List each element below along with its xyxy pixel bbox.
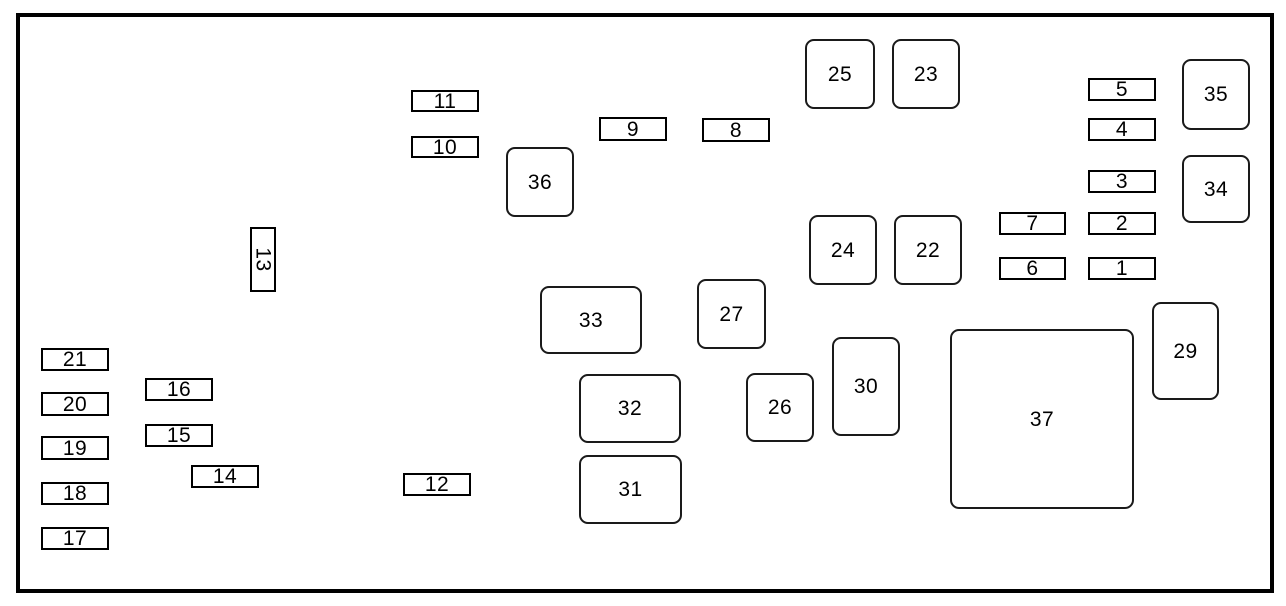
fuse-label: 1 xyxy=(1115,257,1129,280)
fuse-12: 12 xyxy=(403,473,471,496)
relay-label: 37 xyxy=(1029,407,1055,431)
fuse-7: 7 xyxy=(999,212,1066,235)
fuse-label: 18 xyxy=(62,482,88,505)
fuse-label: 17 xyxy=(62,527,88,550)
relay-23: 23 xyxy=(892,39,960,109)
fuse-label: 4 xyxy=(1115,118,1129,141)
relay-35: 35 xyxy=(1182,59,1250,130)
relay-25: 25 xyxy=(805,39,875,109)
relay-label: 31 xyxy=(618,478,643,501)
fuse-21: 21 xyxy=(41,348,109,371)
fuse-13: 13 xyxy=(250,227,276,292)
relay-label: 27 xyxy=(719,302,744,326)
relay-label: 24 xyxy=(830,238,856,262)
fuse-label: 8 xyxy=(729,118,743,142)
fuse-label: 2 xyxy=(1115,212,1129,235)
fuse-9: 9 xyxy=(599,117,667,141)
fuse-label: 13 xyxy=(251,247,275,272)
fuse-label: 7 xyxy=(1026,212,1039,235)
fuse-17: 17 xyxy=(41,527,109,550)
fuse-label: 11 xyxy=(433,89,457,113)
relay-32: 32 xyxy=(579,374,681,443)
fuse-3: 3 xyxy=(1088,170,1156,193)
fuse-15: 15 xyxy=(145,424,213,447)
fuse-6: 6 xyxy=(999,257,1066,280)
fuse-label: 15 xyxy=(166,424,192,447)
fuse-label: 19 xyxy=(62,436,88,460)
fuse-2: 2 xyxy=(1088,212,1156,235)
relay-36: 36 xyxy=(506,147,574,217)
relay-label: 22 xyxy=(915,238,941,262)
fuse-label: 3 xyxy=(1115,170,1129,193)
fuse-10: 10 xyxy=(411,136,479,158)
relay-29: 29 xyxy=(1152,302,1219,400)
fuse-label: 21 xyxy=(62,348,88,371)
fuse-1: 1 xyxy=(1088,257,1156,280)
relay-label: 30 xyxy=(853,375,879,398)
relay-label: 25 xyxy=(827,62,853,86)
relay-27: 27 xyxy=(697,279,766,349)
fuse-20: 20 xyxy=(41,392,109,416)
fuse-label: 12 xyxy=(424,473,450,496)
relay-label: 26 xyxy=(767,396,793,419)
fuse-11: 11 xyxy=(411,90,479,112)
relay-24: 24 xyxy=(809,215,877,285)
fuse-8: 8 xyxy=(702,118,770,142)
fuse-19: 19 xyxy=(41,436,109,460)
fuse-label: 6 xyxy=(1026,257,1039,280)
relay-34: 34 xyxy=(1182,155,1250,223)
relay-label: 33 xyxy=(578,308,604,332)
fuse-label: 5 xyxy=(1115,78,1129,101)
relay-label: 29 xyxy=(1173,339,1198,363)
fuse-label: 10 xyxy=(432,135,458,159)
relay-31: 31 xyxy=(579,455,682,524)
fuse-label: 16 xyxy=(166,378,192,401)
fuse-5: 5 xyxy=(1088,78,1156,101)
relay-label: 23 xyxy=(913,62,939,86)
relay-label: 35 xyxy=(1203,83,1229,106)
relay-22: 22 xyxy=(894,215,962,285)
fuse-label: 14 xyxy=(212,465,238,488)
relay-26: 26 xyxy=(746,373,814,442)
relay-label: 36 xyxy=(527,170,553,194)
relay-30: 30 xyxy=(832,337,900,436)
fuse-16: 16 xyxy=(145,378,213,401)
fuse-18: 18 xyxy=(41,482,109,505)
relay-33: 33 xyxy=(540,286,642,354)
relay-label: 32 xyxy=(617,397,643,420)
fuse-14: 14 xyxy=(191,465,259,488)
relay-37: 37 xyxy=(950,329,1134,509)
fuse-label: 20 xyxy=(62,392,88,416)
fuse-label: 9 xyxy=(626,117,640,141)
relay-label: 34 xyxy=(1203,177,1229,201)
fuse-4: 4 xyxy=(1088,118,1156,141)
